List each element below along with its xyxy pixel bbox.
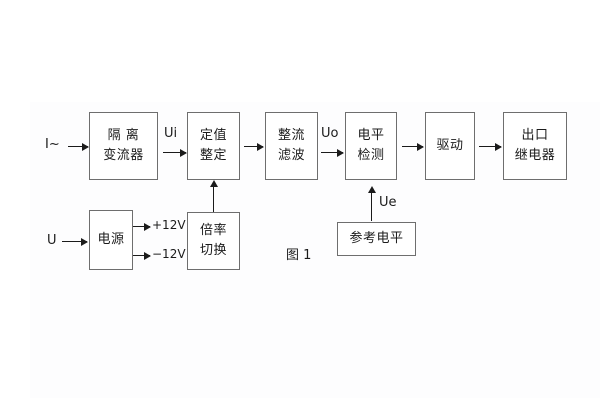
block-power-supply: 电源 [89, 210, 133, 270]
figure-caption: 图 1 [286, 248, 312, 263]
label-pos-12v: +12V [152, 218, 186, 232]
block-isolation-ct-line2: 变流器 [103, 148, 144, 163]
block-rectify-filter: 整流 滤波 [265, 112, 318, 180]
label-neg-12v: −12V [152, 247, 186, 261]
block-output-relay-line2: 继电器 [514, 148, 556, 163]
block-ratio-switch-line2: 切换 [199, 243, 227, 258]
arrow-isolation-to-setting [163, 148, 187, 157]
arrow-current-to-isolation [68, 142, 89, 151]
block-isolation-ct: 隔 离 变流器 [89, 112, 158, 180]
block-setting-value-line2: 整定 [199, 148, 227, 163]
arrow-power-pos12v [133, 222, 151, 231]
arrow-power-neg12v [133, 251, 151, 260]
block-isolation-ct-line1: 隔 离 [107, 127, 140, 143]
arrow-ratio-switch-to-setting [209, 180, 218, 212]
block-level-detect-line1: 电平 [357, 127, 385, 143]
arrow-rectify-to-level [321, 148, 344, 157]
block-setting-value-line1: 定值 [199, 127, 227, 143]
block-rectify-filter-line1: 整流 [277, 127, 305, 143]
block-output-relay: 出口 继电器 [503, 112, 567, 180]
arrow-level-to-drive [402, 142, 424, 151]
signal-ui-label: Ui [164, 126, 178, 141]
block-drive: 驱动 [425, 112, 475, 180]
block-setting-value: 定值 整定 [187, 112, 240, 180]
arrow-voltage-to-power [62, 237, 88, 246]
block-rectify-filter-line2: 滤波 [277, 148, 305, 163]
block-output-relay-line1: 出口 [521, 127, 549, 143]
block-ratio-switch: 倍率 切换 [187, 212, 240, 270]
block-level-detect-line2: 检测 [357, 148, 385, 163]
block-level-detect: 电平 检测 [345, 112, 397, 180]
arrow-reference-to-level-detect [367, 186, 376, 221]
arrow-setting-to-rectify [244, 142, 264, 151]
input-voltage-label: U [47, 233, 57, 248]
arrow-drive-to-relay [479, 142, 502, 151]
input-current-label: I~ [45, 137, 60, 152]
signal-ue-label: Ue [379, 195, 397, 210]
block-drive-line1: 驱动 [436, 137, 464, 153]
block-reference-level: 参考电平 [337, 222, 416, 256]
block-power-supply-line1: 电源 [97, 231, 125, 247]
signal-uo-label: Uo [321, 126, 339, 141]
block-ratio-switch-line1: 倍率 [199, 222, 227, 238]
block-reference-level-line1: 参考电平 [349, 230, 404, 246]
